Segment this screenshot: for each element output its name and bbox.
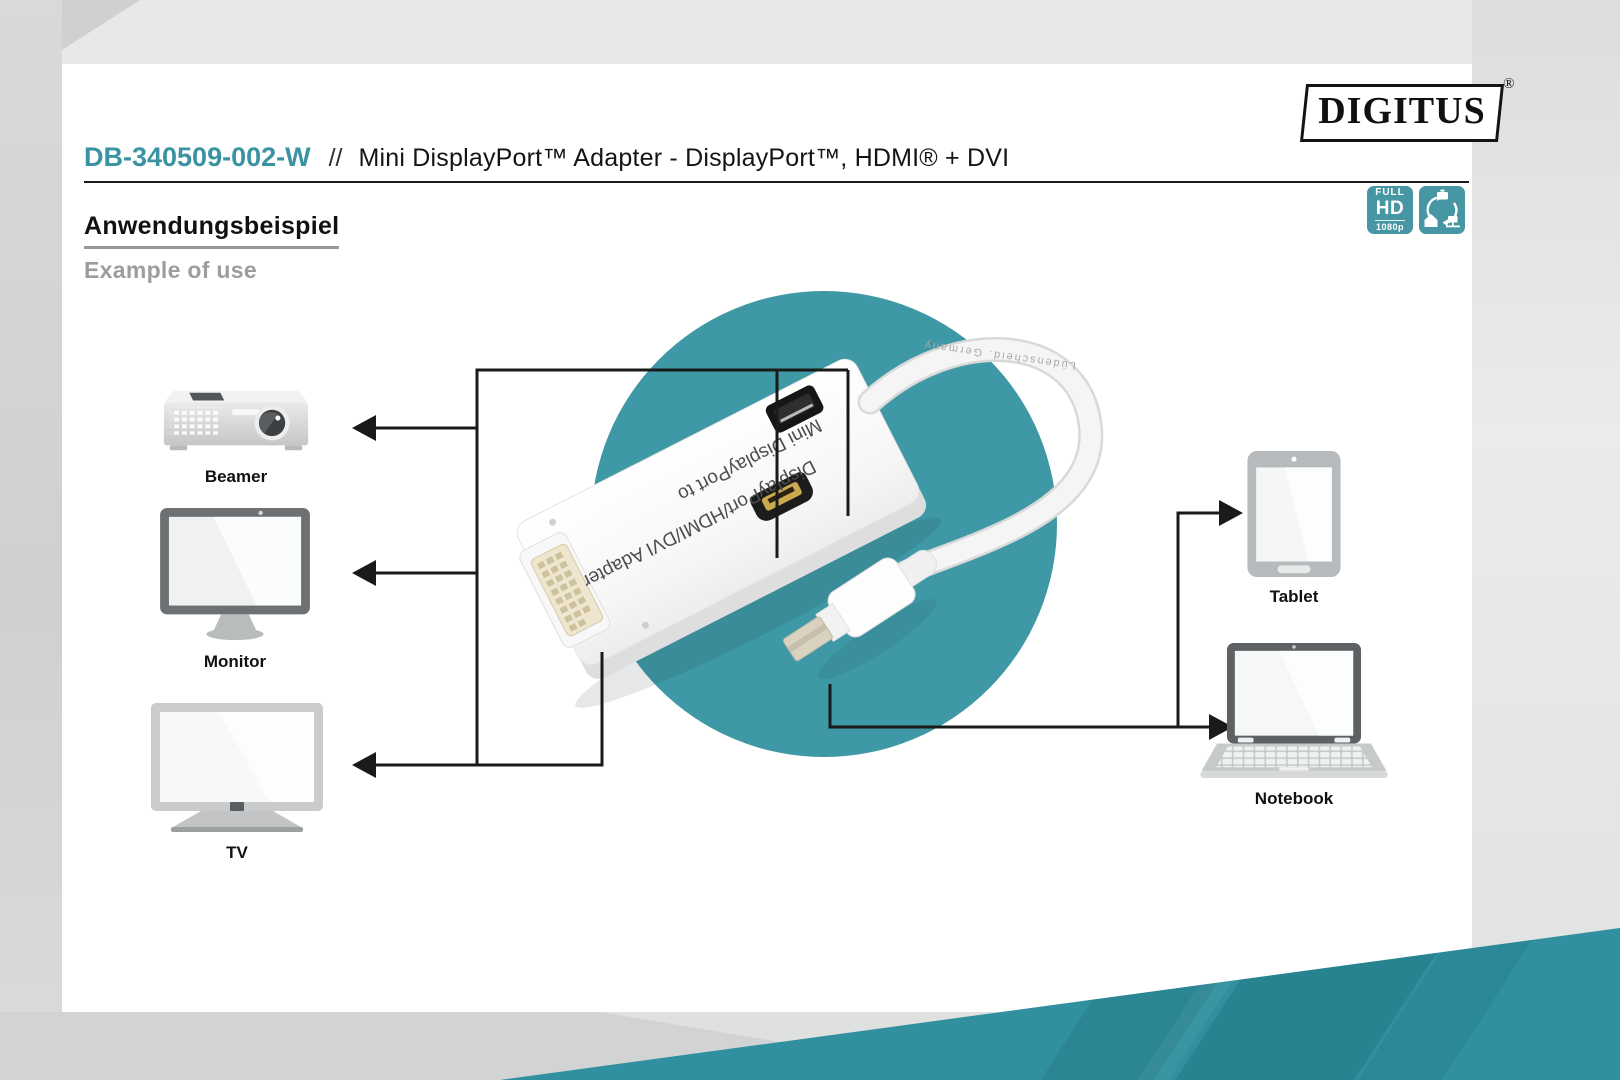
notebook-icon [1200, 642, 1388, 779]
badge-full-label: FULL [1375, 187, 1405, 198]
device-beamer: Beamer [157, 383, 315, 487]
product-title: Mini DisplayPort™ Adapter - DisplayPort™… [358, 144, 1010, 172]
tablet-icon [1247, 450, 1341, 578]
device-label-monitor: Monitor [203, 652, 267, 671]
feature-badges: FULL HD 1080p [1367, 186, 1465, 234]
device-tablet: Tablet [1244, 449, 1344, 607]
digitus-logo-text: DIGITUS [1318, 90, 1486, 132]
device-tv: TV [149, 701, 325, 863]
device-label-tv: TV [226, 843, 248, 862]
tv-icon [151, 703, 323, 832]
section-headings: Anwendungsbeispiel Example of use [84, 212, 340, 284]
monitor-icon [160, 507, 310, 641]
digitus-logo: DIGITUS ® [1299, 76, 1515, 142]
device-label-tablet: Tablet [1269, 587, 1319, 606]
full-hd-1080p-badge: FULL HD 1080p [1367, 186, 1413, 234]
registered-trademark-symbol: ® [1503, 76, 1515, 92]
background-left-strip [0, 0, 62, 1080]
product-code: DB-340509-002-W [84, 142, 311, 172]
multi-device-connectivity-icon [1424, 189, 1460, 228]
badge-1080p-label: 1080p [1375, 222, 1405, 232]
background-right-strip [1472, 0, 1620, 1080]
badge-hd-label: HD [1375, 198, 1405, 219]
badge-divider [1375, 220, 1405, 221]
header: DB-340509-002-W // Mini DisplayPort™ Ada… [84, 142, 1469, 173]
header-rule [84, 181, 1469, 183]
device-label-beamer: Beamer [204, 467, 268, 486]
section-title-english: Example of use [84, 257, 257, 283]
multi-device-connectivity-badge [1419, 186, 1465, 234]
device-notebook: Notebook [1199, 641, 1389, 809]
beamer-projector-icon [163, 390, 309, 451]
header-separator: // [328, 144, 343, 172]
device-label-notebook: Notebook [1254, 789, 1334, 808]
device-monitor: Monitor [158, 506, 312, 672]
section-title-german: Anwendungsbeispiel [84, 212, 340, 249]
digitus-logo-box: DIGITUS [1299, 84, 1504, 142]
background-top-facet [40, 0, 1620, 64]
